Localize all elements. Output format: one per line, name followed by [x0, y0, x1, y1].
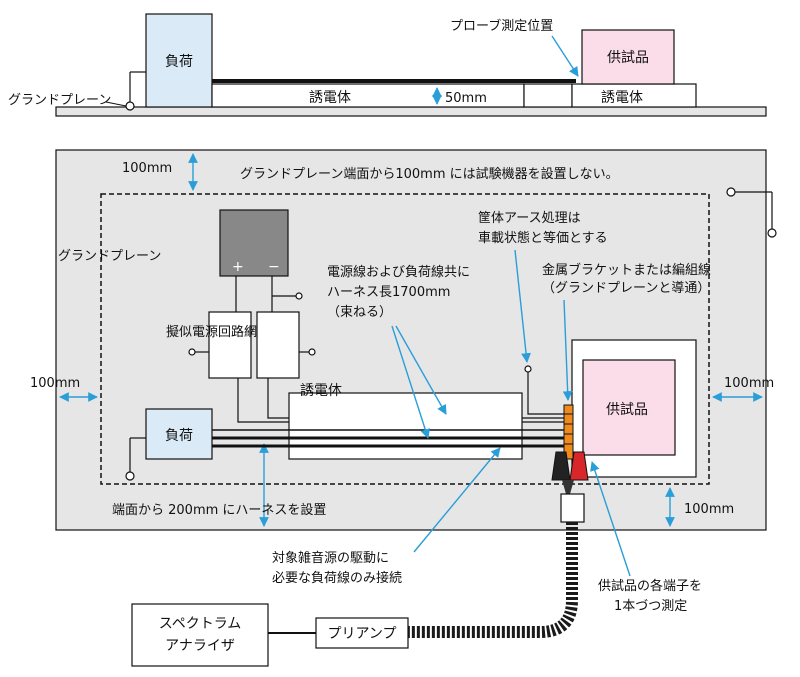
load-box	[145, 408, 213, 460]
lisn-label: 擬似電源回路網	[166, 324, 257, 340]
side-dielectric-label-2: 誘電体	[601, 90, 643, 106]
terminal-note-line1: 供試品の各端子を	[598, 578, 702, 594]
enclosure-label-line2: 車載状態と等価とする	[478, 230, 608, 246]
measurement-chain: プリアンプ スペクトラム アナライザ 対象雑音源の駆動に 必要な負荷線のみ接続 …	[131, 447, 702, 667]
side-dut-label: 供試品	[607, 50, 649, 66]
spectrum-analyzer-box	[131, 603, 269, 667]
side-height-label: 50mm	[445, 91, 487, 106]
lisn-box-2	[256, 311, 300, 379]
dut-box	[582, 359, 676, 456]
top-view: 100mm グランドプレーン端面から100mm には試験機器を設置しない。 10…	[30, 149, 777, 531]
metal-bracket	[563, 404, 574, 460]
preamp-box	[315, 617, 409, 649]
harness-edge-note: 端面から 200mm にハーネスを設置	[112, 502, 326, 518]
analyzer-label-line2: アナライザ	[165, 638, 235, 654]
bracket-label-line2: （グランドプレーンと導通）	[542, 281, 710, 296]
harness-label-line1: 電源線および負荷線共に	[327, 264, 470, 280]
load-note-line1: 対象雑音源の駆動に	[272, 550, 389, 566]
probe-clip-red-icon	[569, 451, 589, 481]
probe-connector	[560, 493, 585, 523]
dim-top-label: 100mm	[122, 161, 172, 176]
battery	[219, 209, 289, 277]
probe-cable	[408, 522, 578, 638]
top-ground-plane-label: グランドプレーン	[58, 249, 161, 264]
dielectric-label: 誘電体	[300, 383, 342, 399]
harness-label-line3: （束ねる）	[327, 305, 392, 320]
dielectric-block	[288, 392, 523, 460]
side-ground-plane-label: グランドプレーン	[8, 93, 111, 108]
terminal-note-line2: 1本づつ測定	[614, 599, 687, 614]
load-label: 負荷	[165, 428, 193, 444]
side-load-label: 負荷	[165, 54, 193, 70]
dim-right-label: 100mm	[724, 376, 774, 391]
keep-out-boundary	[100, 193, 710, 485]
enclosure-label-line1: 筐体アース処理は	[478, 210, 581, 226]
side-ground-plane	[55, 106, 767, 117]
load-note-line2: 必要な負荷線のみ接続	[272, 570, 402, 586]
dut-label: 供試品	[606, 402, 648, 418]
side-view: グランドプレーン 負荷 誘電体 誘電体 50mm 供試品 プローブ測定位置	[8, 13, 767, 117]
top-note: グランドプレーン端面から100mm には試験機器を設置しない。	[240, 166, 619, 182]
harness-label-line2: ハーネス長1700mm	[327, 285, 450, 300]
bracket-label-line1: 金属ブラケットまたは編組線	[542, 262, 711, 278]
battery-plus: +	[232, 259, 244, 275]
lisn-box-1	[208, 311, 252, 379]
dim-left-label: 100mm	[30, 376, 80, 391]
side-dut-box	[581, 29, 675, 85]
analyzer-label-line1: スペクトラム	[159, 616, 242, 632]
side-dielectric-label-1: 誘電体	[309, 90, 351, 106]
ground-terminal-icon-right	[726, 187, 736, 197]
battery-minus: −	[268, 259, 280, 275]
preamp-label: プリアンプ	[327, 626, 396, 642]
side-load-box	[145, 13, 213, 108]
dim-bottom-label: 100mm	[684, 502, 734, 517]
side-probe-label: プローブ測定位置	[450, 18, 553, 34]
probe-leader-arrow	[551, 35, 579, 77]
ground-terminal-icon	[125, 101, 135, 111]
